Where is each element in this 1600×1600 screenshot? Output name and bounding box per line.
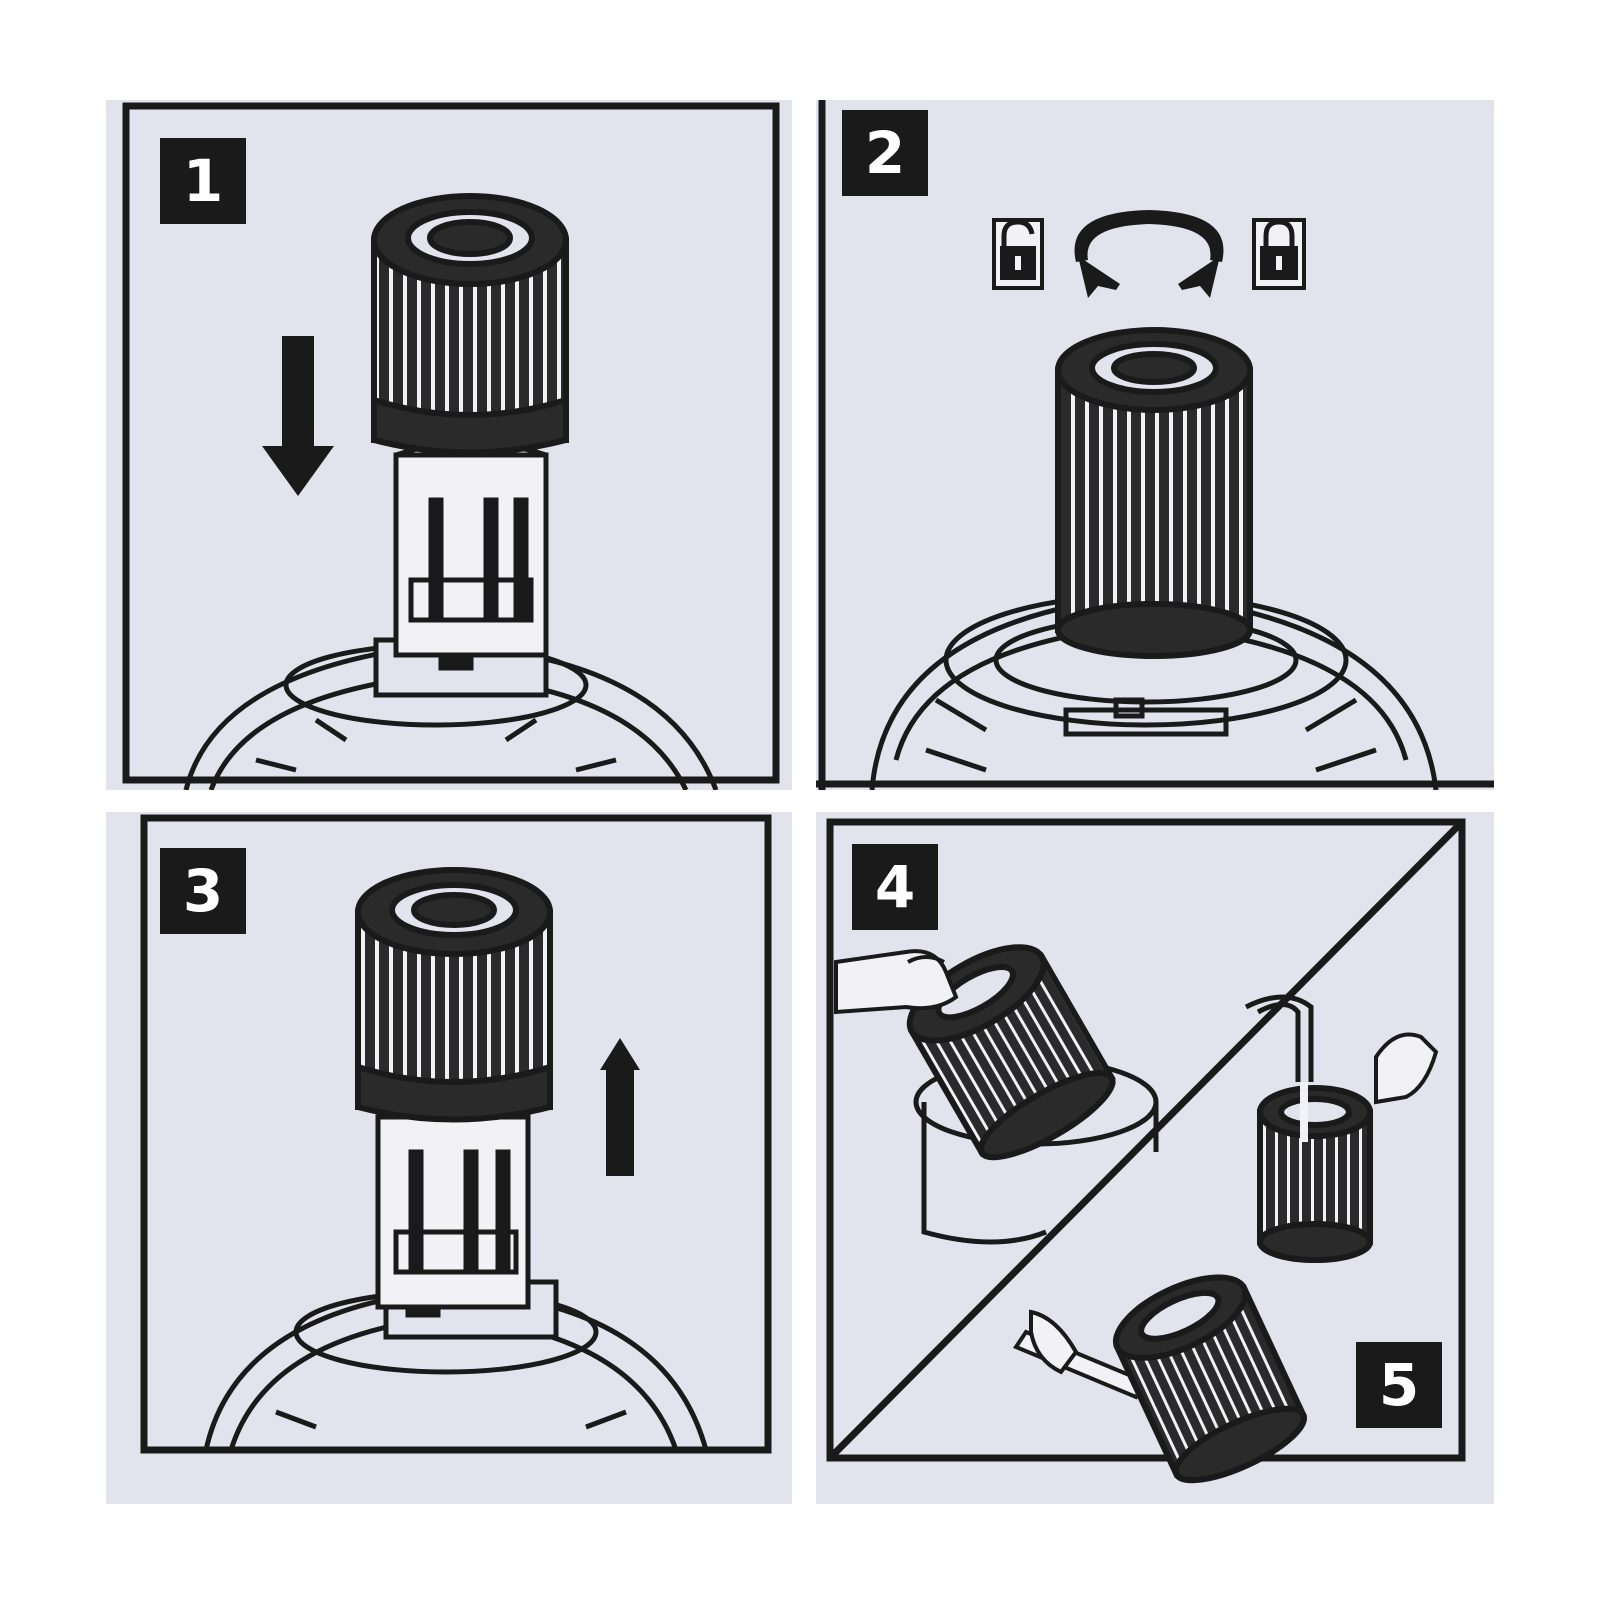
filter-cartridge xyxy=(1055,327,1253,659)
step-2-illustration xyxy=(816,100,1494,790)
filter-cartridge xyxy=(371,193,569,456)
filter-rinsed xyxy=(1257,1082,1373,1263)
unlocked-padlock-icon xyxy=(992,218,1044,290)
filter-tapped-out xyxy=(906,944,1116,1161)
filter-mount-cage xyxy=(375,1103,531,1318)
diagonal-divider xyxy=(827,819,1465,1461)
step-number-badge: 4 xyxy=(852,844,938,930)
step-2-panel: 2 xyxy=(816,100,1494,790)
hand-holding-filter xyxy=(834,949,959,1015)
hand-holding-filter xyxy=(1374,1032,1439,1105)
steps-4-5-panel: 4 5 xyxy=(816,812,1494,1504)
step-number-badge: 3 xyxy=(160,848,246,934)
step-number-badge: 1 xyxy=(160,138,246,224)
filter-mount-cage xyxy=(393,440,549,671)
arrow-up-icon xyxy=(600,1038,640,1176)
step-1-panel: 1 xyxy=(106,100,792,790)
water-tap xyxy=(1244,994,1314,1082)
locked-padlock-icon xyxy=(1252,218,1306,290)
filter-cartridge xyxy=(355,867,553,1123)
rotate-arrows-icon xyxy=(1074,210,1224,298)
step-3-illustration xyxy=(140,814,772,1454)
step-1-illustration xyxy=(122,102,780,790)
step-number-badge: 5 xyxy=(1356,1342,1442,1428)
brush xyxy=(1012,1309,1150,1400)
steps-4-5-illustration xyxy=(826,818,1466,1484)
filter-brushed xyxy=(1112,1274,1308,1484)
step-3-panel: 3 xyxy=(106,812,792,1504)
arrow-down-icon xyxy=(262,336,334,496)
step-number-badge: 2 xyxy=(842,110,928,196)
